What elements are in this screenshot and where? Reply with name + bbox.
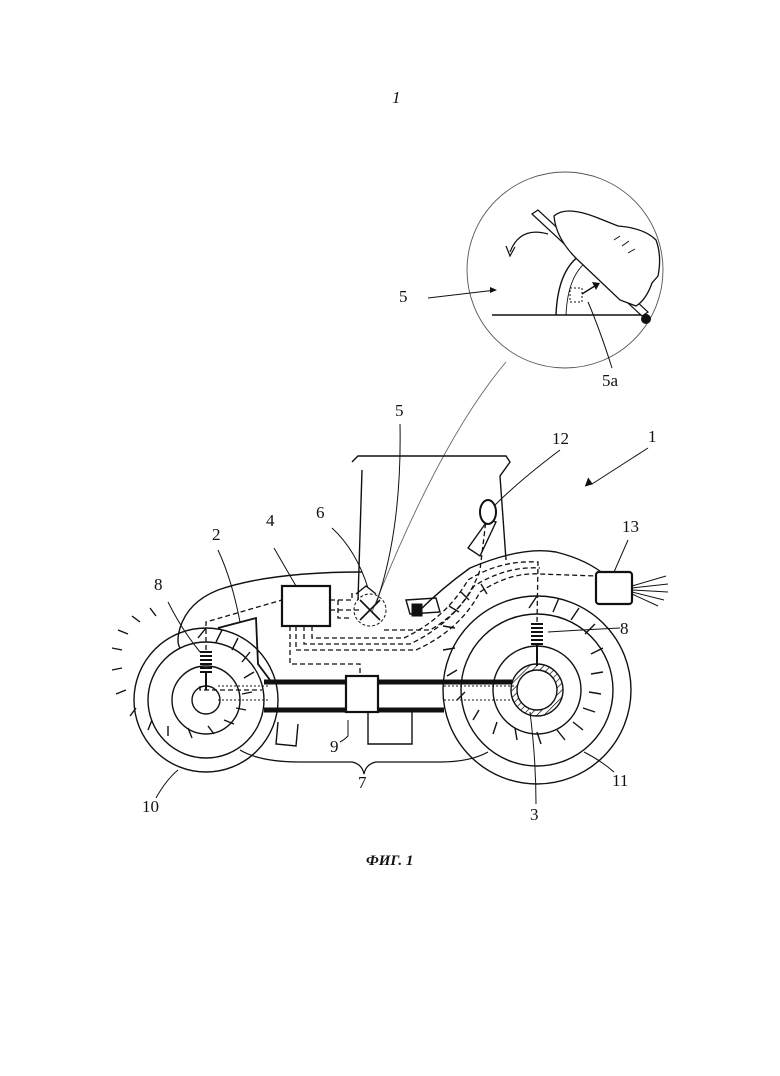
label-spring-8-left: 8 xyxy=(154,576,163,593)
detail-magnifier xyxy=(372,172,663,612)
beacon xyxy=(480,500,496,524)
label-tractor-1: 1 xyxy=(648,428,657,445)
label-lamp-13: 13 xyxy=(622,518,639,535)
label-beacon-12: 12 xyxy=(552,430,569,447)
label-box-9: 9 xyxy=(330,738,339,755)
label-sensor-6: 6 xyxy=(316,504,325,521)
figure-caption: ФИГ. 1 xyxy=(366,853,413,870)
label-wheel-10: 10 xyxy=(142,798,159,815)
label-pedal-5: 5 xyxy=(395,402,404,419)
label-detail-5: 5 xyxy=(399,288,408,305)
chassis-brace xyxy=(240,750,488,774)
label-spring-8-right: 8 xyxy=(620,620,629,637)
label-chassis-7: 7 xyxy=(358,774,367,791)
label-wheel-11: 11 xyxy=(612,772,628,789)
label-5a: 5a xyxy=(602,372,618,389)
transfer-box xyxy=(346,676,378,712)
label-axle-3: 3 xyxy=(530,806,539,823)
warning-lamp xyxy=(596,572,632,604)
label-unit-4: 4 xyxy=(266,512,275,529)
label-frame-2: 2 xyxy=(212,526,221,543)
control-unit-box xyxy=(282,586,330,626)
